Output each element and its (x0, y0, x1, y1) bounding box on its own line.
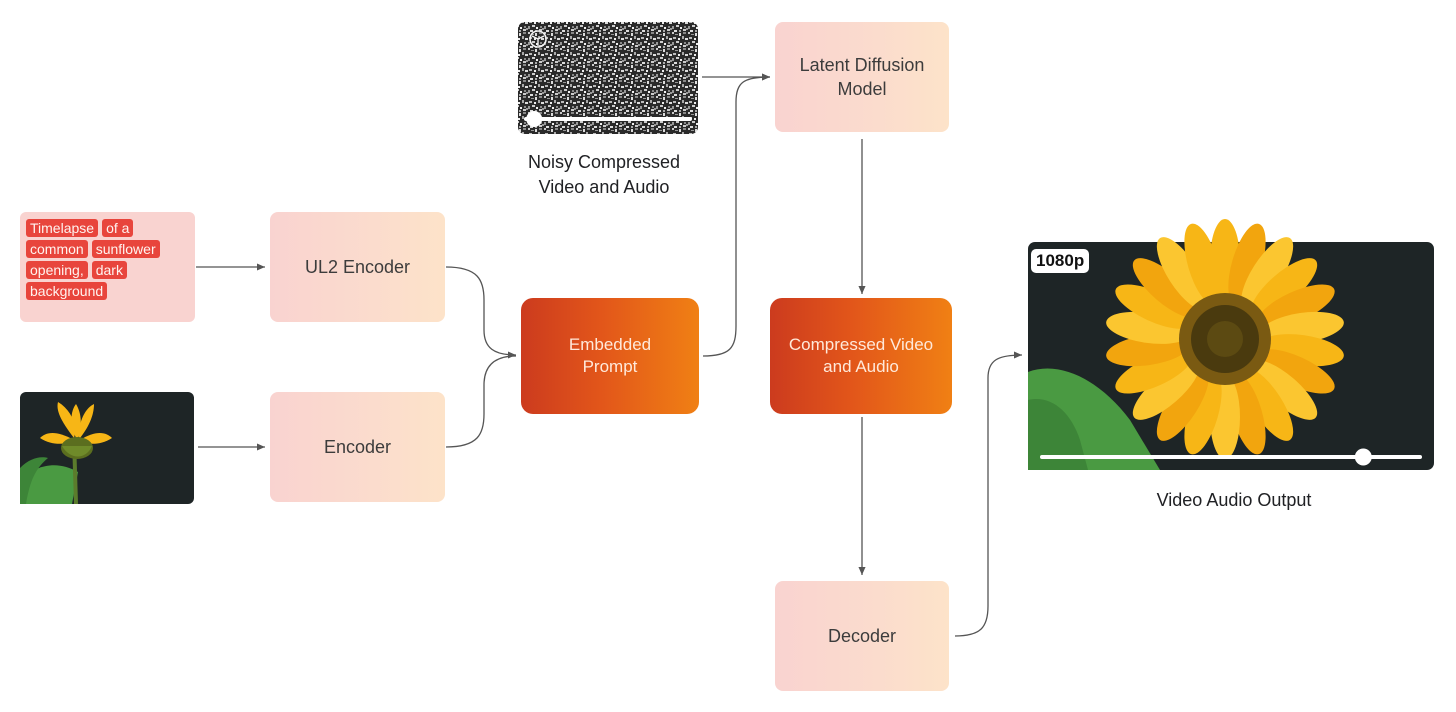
resolution-badge: 1080p (1031, 249, 1090, 273)
sunflower-petal (1257, 284, 1335, 329)
prompt-token: opening, (26, 261, 88, 279)
sunflower-petal (1115, 349, 1193, 394)
encoder-label: Encoder (323, 437, 392, 457)
noisy-video-caption: Noisy Compressed Video and Audio (527, 152, 681, 197)
sunflower-petal (1156, 368, 1209, 441)
ul2-encoder-label: UL2 Encoder (304, 257, 411, 277)
latent-diffusion-node: Latent Diffusion Model (775, 22, 949, 132)
compressed-video-audio-label: Compressed Video and Audio (788, 335, 934, 376)
sunflower-petal (1132, 258, 1200, 318)
prompt-token: sunflower (91, 240, 160, 258)
text-prompt-card: Timelapse of a common sunflower opening,… (20, 212, 195, 322)
arrow-embedded-to-diffusion (702, 73, 771, 357)
arrow-encoder-to-embedded (445, 355, 517, 448)
decoder-node: Decoder (775, 581, 949, 691)
sunflower-petal (1184, 373, 1222, 455)
compressed-video-audio-node: Compressed Video and Audio (770, 298, 952, 414)
sunflower-petal (1115, 284, 1193, 329)
embedded-prompt-node: Embedded Prompt (521, 298, 699, 414)
prompt-token: background (26, 282, 108, 300)
encoder-node: Encoder (270, 392, 445, 502)
sunflower-petal (1241, 368, 1294, 441)
embedded-prompt-label: Embedded Prompt (568, 335, 652, 376)
ul2-encoder-node: UL2 Encoder (270, 212, 445, 322)
output-sunflower-petals (1106, 219, 1344, 459)
noisy-scrubber-knob (526, 111, 543, 127)
sunflower-petal (1250, 360, 1318, 420)
sunflower-petal (1257, 349, 1335, 394)
input-image (20, 392, 194, 505)
latent-diffusion-label: Latent Diffusion Model (799, 55, 925, 99)
sunflower-petal (1228, 223, 1266, 305)
decoder-label: Decoder (827, 626, 897, 646)
output-caption: Video Audio Output (1156, 490, 1312, 510)
output-video (1028, 219, 1434, 470)
prompt-token: Timelapse (26, 219, 99, 237)
prompt-token: dark (91, 261, 127, 279)
prompt-token: common (26, 240, 88, 258)
arrow-ul2-to-embedded (445, 266, 517, 359)
arrow-decoder-to-output (954, 351, 1023, 637)
sunflower-petal (1132, 360, 1200, 420)
sunflower-petal (1156, 237, 1209, 310)
sunflower-petal (1241, 237, 1294, 310)
sunflower-petal (1228, 373, 1266, 455)
noisy-video-thumbnail (518, 22, 698, 134)
sunflower-petal (1250, 258, 1318, 318)
sunflower-petal (1184, 223, 1222, 305)
prompt-token: of a (102, 219, 134, 237)
output-scrubber-knob (1354, 448, 1372, 466)
